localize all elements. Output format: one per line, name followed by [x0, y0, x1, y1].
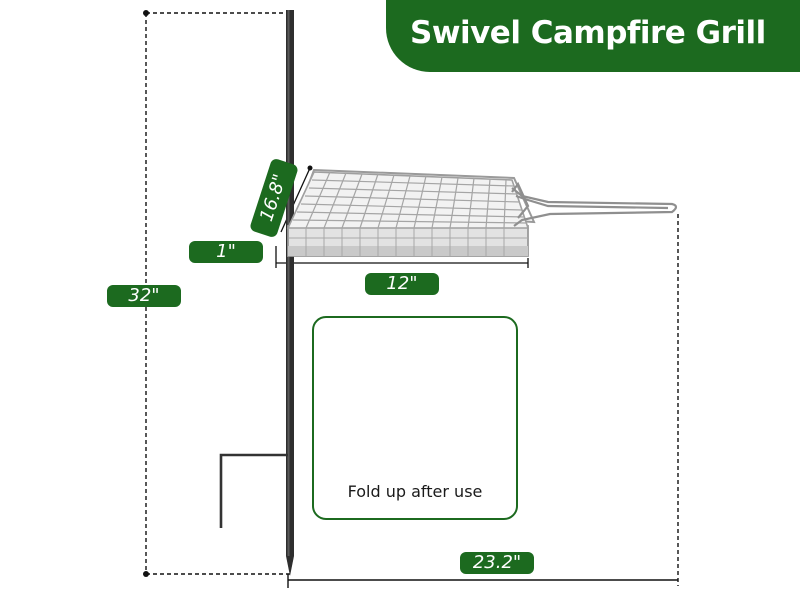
page-title: Swivel Campfire Grill: [410, 15, 766, 51]
reach-dimension-line: [287, 214, 679, 588]
reach-dimension-label: 23.2": [460, 552, 534, 574]
grill-basket: [286, 168, 678, 257]
fold-inset-card: Fold up after use: [312, 316, 518, 520]
title-banner: [386, 0, 800, 72]
fold-caption: Fold up after use: [347, 482, 483, 501]
width-dimension-label: 12": [365, 273, 439, 295]
grill-grid: [292, 171, 528, 229]
grill-front-grid: [288, 228, 528, 256]
grill-pole: [286, 10, 294, 576]
height-dimension-label: 32": [107, 285, 181, 307]
depth-dimension-line: [280, 167, 311, 233]
ground-stake: [219, 453, 288, 528]
grill-handle: [511, 181, 678, 227]
rim-dimension-label: 1": [189, 241, 263, 263]
width-dimension-line: [275, 246, 529, 268]
